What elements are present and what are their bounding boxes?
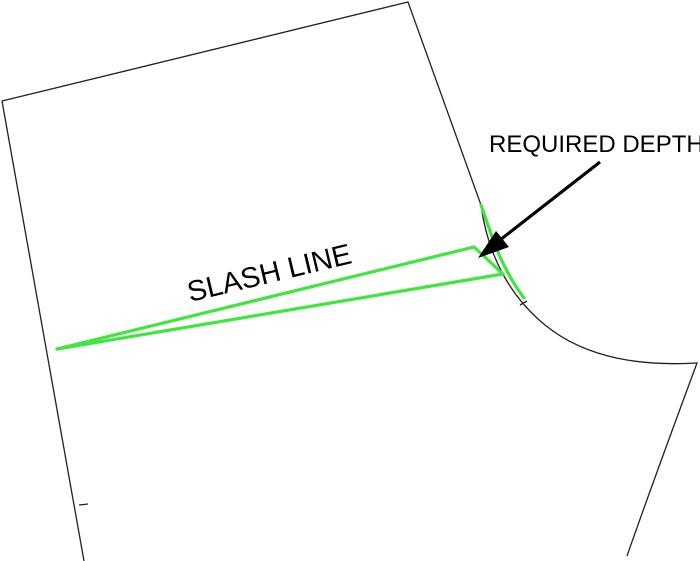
arrow-shaft: [499, 160, 601, 242]
armhole-depth-segment: [479, 203, 526, 300]
slash-line-upper: [55, 245, 476, 351]
side-seam-notch: [78, 503, 89, 506]
required-depth-label: REQUIRED DEPTH: [489, 131, 700, 158]
depth-connector: [472, 245, 505, 276]
slash-line-lower: [55, 272, 505, 351]
pattern-side-seam: [1, 100, 85, 561]
arrow-head-icon: [478, 231, 509, 258]
armhole-notch: [519, 300, 528, 306]
